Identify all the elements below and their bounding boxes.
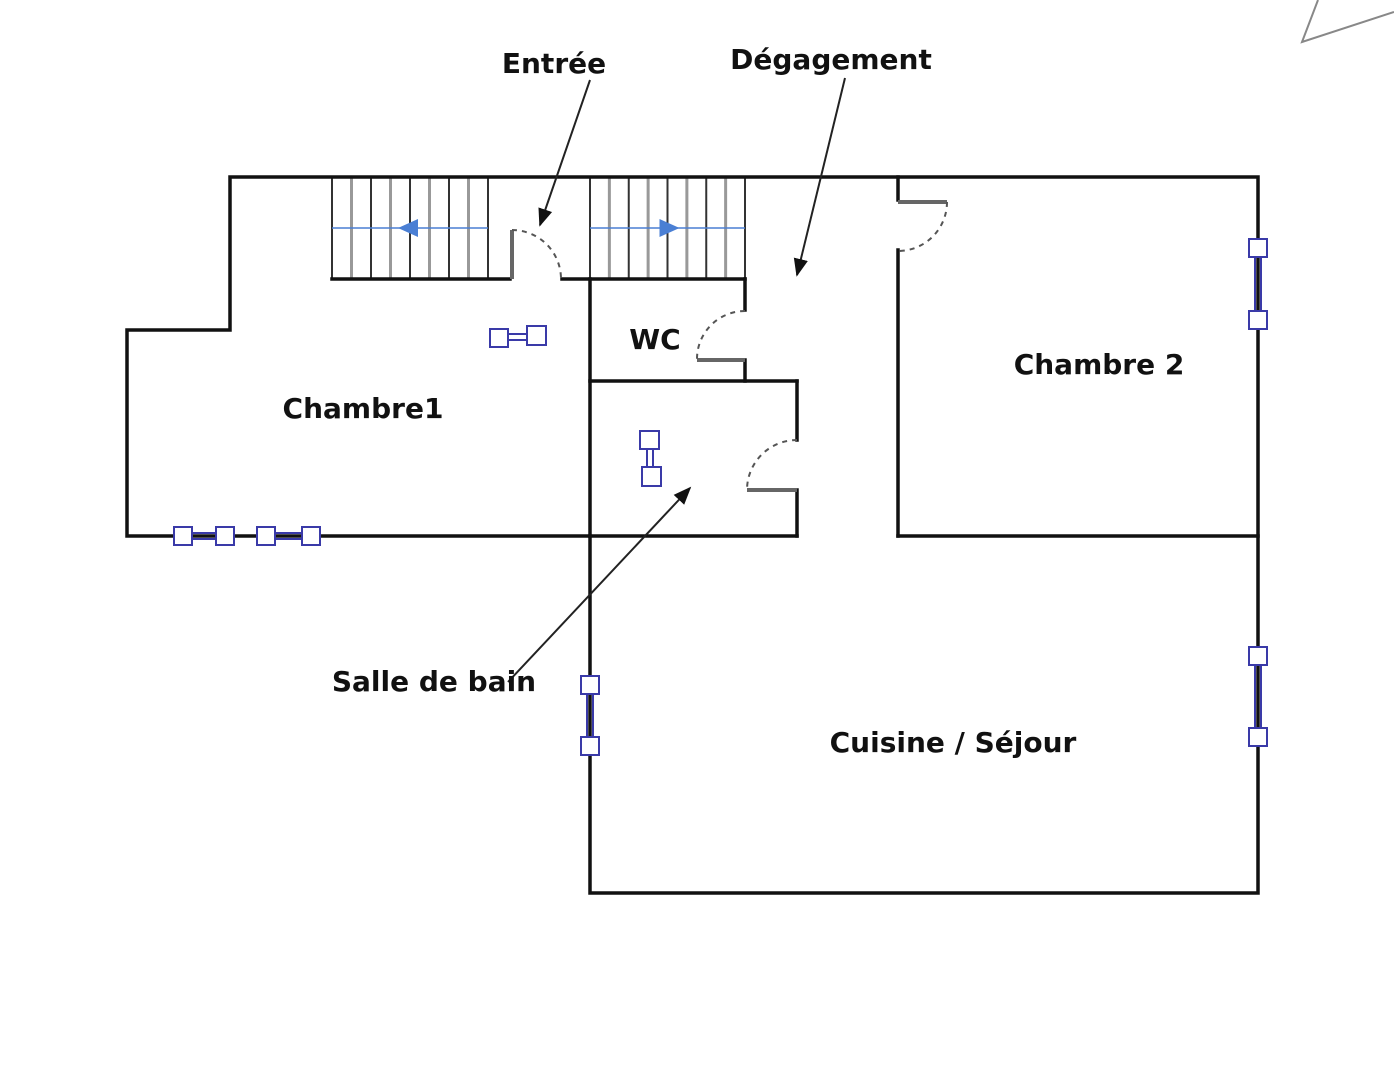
windows	[173, 238, 1268, 756]
stairs	[331, 177, 746, 279]
fixtures	[489, 325, 662, 487]
label-arrows	[507, 77, 846, 683]
label-chambre2: Chambre 2	[1014, 348, 1185, 381]
label-degagement: Dégagement	[730, 43, 932, 76]
label-wc: WC	[629, 323, 680, 356]
doors	[510, 200, 948, 492]
stair-arrow-icon	[659, 219, 680, 237]
label-entree: Entrée	[502, 47, 606, 80]
room-labels: Entrée Dégagement WC Chambre1 Chambre 2 …	[283, 43, 1185, 759]
stair-arrow-icon	[398, 219, 418, 237]
label-salle-de-bain: Salle de bain	[332, 665, 536, 698]
label-chambre1: Chambre1	[283, 392, 444, 425]
label-cuisine-sejour: Cuisine / Séjour	[830, 726, 1077, 759]
walls	[125, 175, 1260, 895]
compass-fragment	[1300, 0, 1394, 44]
